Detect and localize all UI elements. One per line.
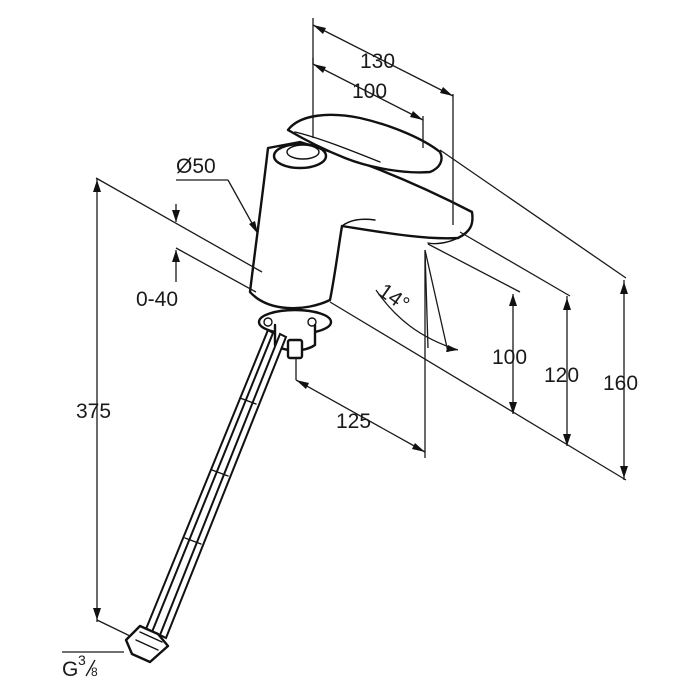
mounting-hardware xyxy=(257,308,333,360)
dim-160-label: 160 xyxy=(603,372,638,395)
dim-angle-label: 14° xyxy=(374,279,413,316)
dim-diameter-leader xyxy=(176,179,259,235)
dim-120-label: 120 xyxy=(544,364,579,387)
supply-hoses xyxy=(124,328,288,664)
faucet-lever xyxy=(286,113,443,174)
dim-130-label: 130 xyxy=(360,50,395,73)
dim-0-40-label: 0-40 xyxy=(136,288,178,311)
dim-100-top xyxy=(312,58,424,148)
faucet-body xyxy=(248,140,474,310)
dim-diameter-label: Ø50 xyxy=(176,155,216,178)
dim-100-top-label: 100 xyxy=(352,80,387,103)
dim-125-label: 125 xyxy=(336,410,371,433)
dim-125 xyxy=(295,252,426,458)
dim-angle xyxy=(375,249,459,353)
dim-0-40 xyxy=(95,177,263,293)
thread-label-base: G xyxy=(62,658,78,681)
dim-100-right-label: 100 xyxy=(492,346,527,369)
dim-375-label: 375 xyxy=(76,400,111,423)
thread-label: G 3 8 xyxy=(62,651,124,681)
thread-label-num: 3 xyxy=(78,652,86,668)
thread-label-den: 8 xyxy=(91,665,98,679)
dim-375 xyxy=(93,178,131,637)
dim-heights xyxy=(329,149,628,481)
